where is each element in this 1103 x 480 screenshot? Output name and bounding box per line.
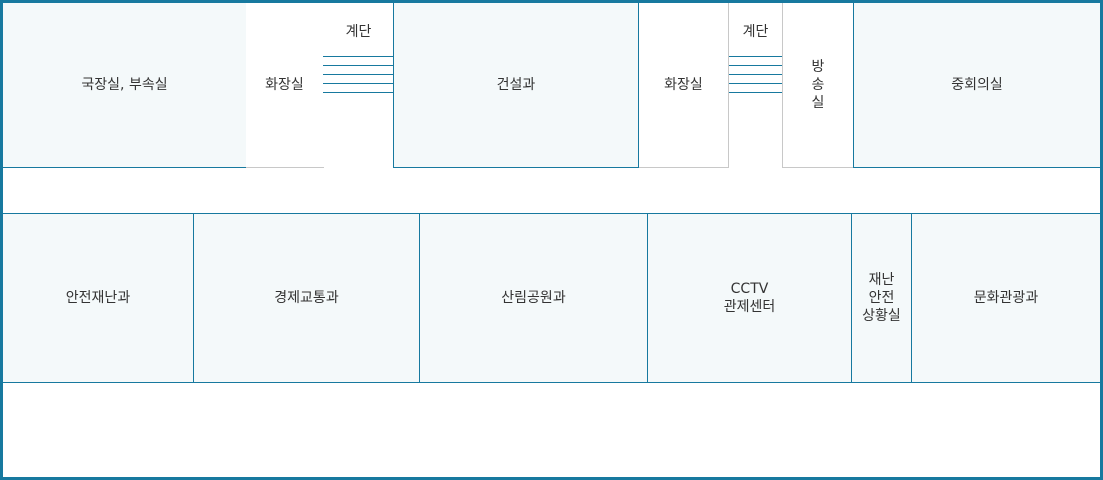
room-label: 국장실, 부속실 — [81, 77, 168, 93]
room-situation[interactable]: 재난 안전 상황실 — [851, 213, 912, 383]
room-safety[interactable]: 안전재난과 — [3, 213, 194, 383]
stair-step — [729, 74, 782, 75]
room-label: 산림공원과 — [501, 290, 566, 306]
room-label: 화장실 — [265, 77, 304, 93]
room-label: 안전재난과 — [65, 290, 131, 306]
room-construction[interactable]: 건설과 — [393, 3, 639, 168]
room-label: 건설과 — [496, 77, 536, 93]
stair-step — [323, 83, 394, 84]
room-label: 경제교통과 — [274, 290, 339, 306]
room-broadcast[interactable]: 방 송 실 — [782, 3, 854, 168]
stairs-2[interactable]: 계단 — [729, 3, 782, 167]
stair-step — [323, 74, 394, 75]
room-label: 화장실 — [664, 77, 703, 93]
room-label: 중회의실 — [951, 77, 1003, 93]
stair-step — [323, 92, 394, 93]
stairs-1[interactable]: 계단 — [323, 3, 394, 167]
stairs-label: 계단 — [742, 24, 769, 40]
room-cctv[interactable]: CCTV 관제센터 — [647, 213, 852, 383]
room-meeting[interactable]: 중회의실 — [853, 3, 1100, 168]
room-economy[interactable]: 경제교통과 — [193, 213, 420, 383]
room-restroom-1[interactable]: 화장실 — [246, 3, 324, 168]
room-culture[interactable]: 문화관광과 — [911, 213, 1100, 383]
room-director[interactable]: 국장실, 부속실 — [3, 3, 247, 168]
stair-step — [729, 83, 782, 84]
room-label: 문화관광과 — [973, 290, 1039, 306]
room-restroom-2[interactable]: 화장실 — [639, 3, 729, 168]
stair-step — [729, 92, 782, 93]
room-label: 방 송 실 — [811, 59, 825, 111]
room-forest[interactable]: 산림공원과 — [419, 213, 648, 383]
room-label: CCTV 관제센터 — [723, 281, 776, 315]
stair-step — [323, 65, 394, 66]
stairs-label: 계단 — [345, 24, 372, 40]
room-label: 재난 안전 상황실 — [862, 272, 901, 324]
stair-step — [729, 56, 782, 57]
stair-step — [729, 65, 782, 66]
stair-step — [323, 56, 394, 57]
